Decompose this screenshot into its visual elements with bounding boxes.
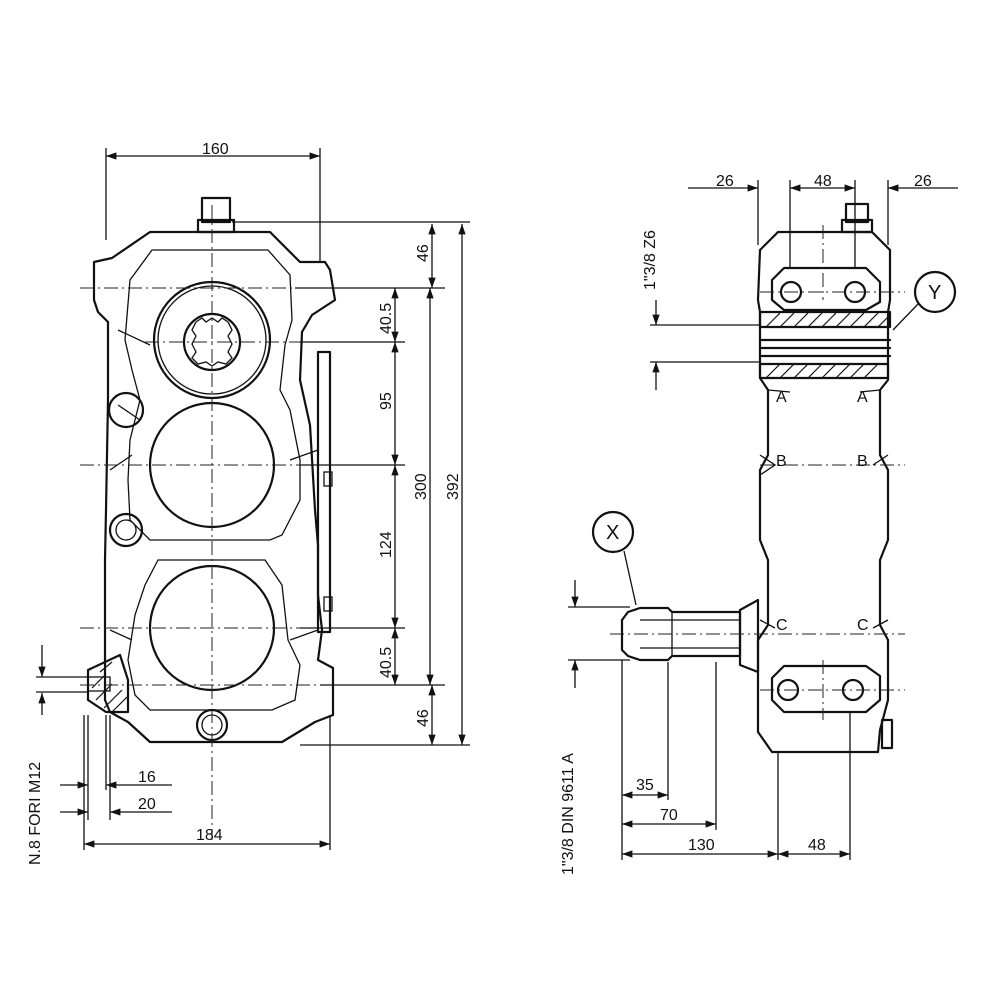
side-cover — [316, 350, 332, 634]
side-top-plug-base — [840, 218, 874, 234]
dim-130: 130 — [688, 837, 715, 854]
front-view — [80, 196, 345, 840]
top-plug-base — [196, 218, 236, 234]
section-hatch-2 — [765, 363, 879, 379]
label-c-left: C — [776, 617, 788, 634]
dim-160: 160 — [202, 141, 229, 158]
callout-y: Y — [928, 282, 941, 304]
dim-16: 16 — [138, 769, 156, 786]
side-dimensions: 26 48 26 1"3/8 Z6 1"3/8 DIN 9611 A 35 70… — [560, 173, 958, 875]
section-band-2 — [758, 362, 890, 380]
section-labels: A A B B C C — [776, 389, 869, 634]
dim-26-left: 26 — [716, 173, 734, 190]
dim-300: 300 — [413, 473, 430, 500]
spline-top-note: 1"3/8 Z6 — [642, 230, 659, 290]
label-a-right: A — [857, 389, 868, 406]
front-dimensions: 160 46 40.5 95 124 40.5 300 46 392 — [27, 141, 470, 865]
dim-35: 35 — [636, 777, 654, 794]
boss-left-upper — [107, 391, 145, 429]
callout-y-circle — [913, 270, 957, 314]
tapped-hole — [87, 676, 111, 692]
housing-inner — [124, 249, 301, 541]
boss-left-lower-inner — [115, 519, 137, 541]
housing-rib — [109, 329, 319, 641]
upper-bolt-left — [779, 280, 803, 304]
side-top-plug — [844, 202, 870, 224]
side-bolt-2 — [323, 596, 333, 612]
label-b-right: B — [857, 453, 868, 470]
callouts: Y X — [591, 270, 957, 606]
dim-48-base: 48 — [808, 837, 826, 854]
dim-392: 392 — [445, 473, 462, 500]
output-shaft — [738, 598, 760, 674]
dim-46-top: 46 — [415, 244, 432, 262]
top-plug — [200, 196, 232, 224]
dim-95: 95 — [378, 392, 395, 410]
dim-26-right: 26 — [914, 173, 932, 190]
dim-46-bottom: 46 — [415, 709, 432, 727]
dim-20: 20 — [138, 796, 156, 813]
note-n8-fori-m12: N.8 FORI M12 — [27, 762, 44, 865]
hole-section — [86, 653, 130, 714]
dim-48-top: 48 — [814, 173, 832, 190]
side-view — [610, 202, 905, 754]
callout-x-circle — [591, 510, 635, 554]
side-stiffeners — [759, 389, 889, 629]
dim-70: 70 — [660, 807, 678, 824]
housing-outline — [92, 230, 337, 744]
label-b-left: B — [776, 453, 787, 470]
housing-inner-2 — [127, 559, 301, 711]
section-band-1 — [758, 310, 892, 329]
label-a-left: A — [776, 389, 787, 406]
dim-40-5-lower: 40.5 — [378, 647, 395, 678]
lower-bolt-plate — [770, 664, 882, 714]
dim-184: 184 — [196, 827, 223, 844]
dim-40-5-upper: 40.5 — [378, 303, 395, 334]
drain-plug — [880, 718, 894, 750]
section-hatch-1 — [765, 312, 891, 328]
label-c-right: C — [857, 617, 869, 634]
spline-shaft-note: 1"3/8 DIN 9611 A — [560, 753, 577, 875]
boss-left-lower — [108, 512, 144, 548]
callout-x: X — [606, 522, 619, 544]
upper-bolt-plate — [770, 266, 882, 312]
side-bolt-1 — [323, 471, 333, 487]
spline-teeth — [191, 317, 233, 367]
dim-124: 124 — [378, 531, 395, 558]
